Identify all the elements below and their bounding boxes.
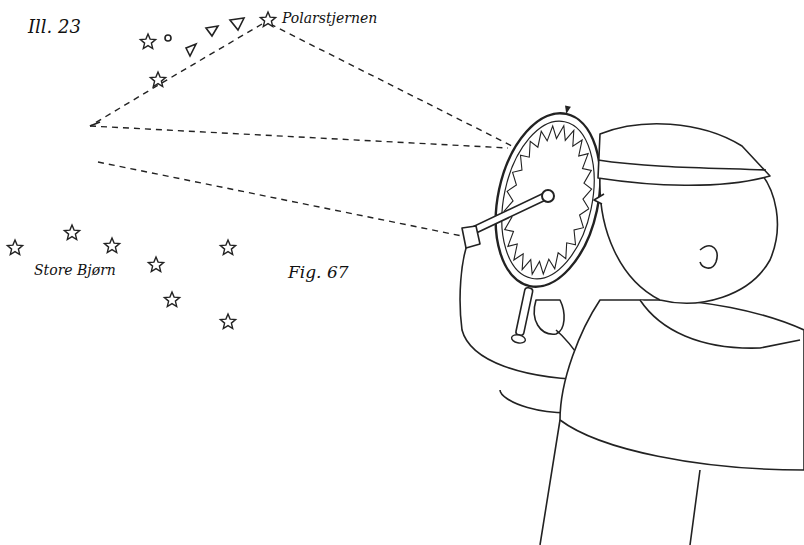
star: [7, 240, 22, 255]
sailor: [460, 124, 804, 545]
figure-number: Fig. 67: [288, 262, 349, 282]
star: [260, 12, 275, 27]
disc-tick: [563, 105, 571, 114]
cap: [598, 124, 770, 185]
disc-inner: [488, 113, 607, 288]
right-hand: [534, 300, 564, 334]
disc-rim: [481, 104, 615, 297]
constellation-name: Store Bjørn: [34, 262, 116, 278]
star: [150, 72, 165, 87]
star: [220, 314, 235, 329]
star-mark: [90, 122, 100, 126]
left-hand: [462, 226, 480, 248]
torso: [560, 300, 804, 470]
dipper-line: [90, 24, 262, 126]
collar: [640, 300, 800, 348]
star: [140, 34, 155, 49]
handle-end: [511, 334, 526, 345]
star: [148, 257, 163, 272]
head: [600, 172, 778, 303]
pointer: [466, 192, 550, 236]
star-name: Polarstjernen: [282, 10, 377, 26]
star-mark: [230, 18, 244, 30]
pivot: [542, 190, 554, 202]
sight-line: [90, 126, 508, 148]
star: [164, 292, 179, 307]
body-lines: [540, 420, 700, 545]
eye: [594, 194, 604, 204]
stars: [7, 12, 275, 329]
eye-line: [270, 24, 520, 150]
star-mark: [206, 26, 218, 36]
figure-number: Ill. 23: [28, 16, 81, 37]
star: [64, 225, 79, 240]
ear: [700, 246, 717, 268]
handle: [515, 287, 533, 336]
star: [220, 240, 235, 255]
sight-lines: [90, 24, 596, 236]
sight-line: [98, 162, 462, 236]
star-mark: [165, 35, 171, 41]
star-mark: [186, 44, 196, 56]
star: [104, 238, 119, 253]
cap-band: [598, 160, 766, 170]
small-marks: [90, 18, 244, 126]
star-ring: [491, 117, 604, 283]
